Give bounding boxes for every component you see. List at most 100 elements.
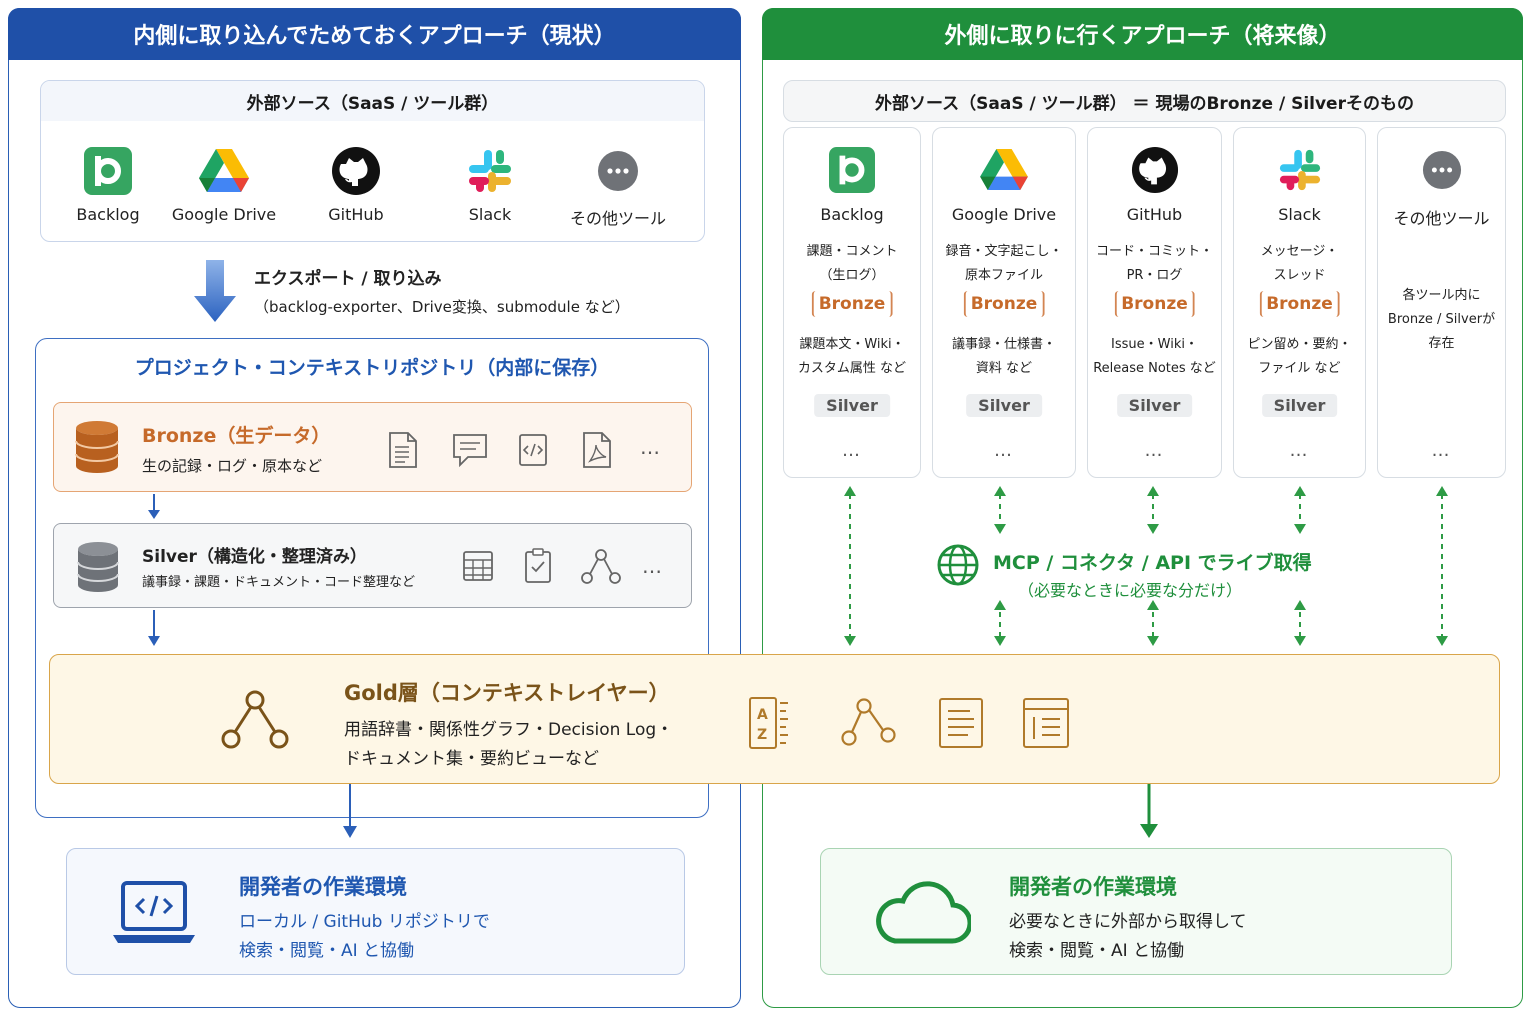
- external-sources-title: 外部ソース（SaaS / ツール群）: [41, 81, 704, 121]
- more-icon: …: [642, 554, 662, 578]
- dev-line2-right: 検索・閲覧・AI と協働: [1009, 941, 1185, 961]
- column-name: Slack: [1278, 205, 1321, 224]
- column-name: Backlog: [820, 205, 884, 224]
- backlog-icon: [784, 142, 920, 198]
- laptop-code-icon: [113, 881, 195, 943]
- export-detail: （backlog-exporter、Drive変換、submodule など）: [254, 298, 630, 316]
- mcp-title: MCP / コネクタ / API でライブ取得: [993, 552, 1312, 574]
- more-icon: …: [994, 440, 1014, 461]
- more-icon: …: [1431, 440, 1452, 461]
- tool-label: その他ツール: [569, 209, 666, 228]
- silver-to-gold-arrow: [148, 610, 160, 646]
- comment-icon: [453, 434, 487, 467]
- code-file-icon: [519, 434, 547, 466]
- bronze-tag: Bronze: [811, 291, 893, 317]
- relation-graph-icon: [841, 698, 896, 746]
- source-column-backlog: Backlog 課題・コメント（生ログ） Bronze 課題本文・Wiki・カス…: [783, 127, 921, 478]
- dev-line1-left: ローカル / GitHub リポジトリで: [239, 912, 490, 932]
- slack-icon: [425, 143, 555, 199]
- github-icon: [291, 143, 421, 199]
- live-fetch-arrows: [844, 486, 1448, 646]
- more-icon: …: [842, 440, 862, 461]
- external-sources-box: 外部ソース（SaaS / ツール群） Backlog Google Drive …: [40, 80, 705, 242]
- gold-layer: Gold層（コンテキストレイヤー） 用語辞書・関係性グラフ・Decision L…: [49, 654, 1500, 784]
- google-drive-icon: [933, 142, 1075, 198]
- more-tools-icon: [553, 143, 683, 199]
- silver-description: Issue・Wiki・Release Notes など: [1093, 337, 1216, 376]
- bronze-to-silver-arrow: [148, 494, 160, 519]
- tool-label: Google Drive: [171, 205, 277, 224]
- silver-layer: Silver（構造化・整理済み） 議事録・課題・ドキュメント・コード整理など …: [53, 523, 692, 608]
- glossary-z-letter: Z: [757, 727, 767, 743]
- bronze-description: メッセージ・スレッド: [1260, 244, 1339, 283]
- gold-title: Gold層（コンテキストレイヤー）: [344, 681, 670, 705]
- tool-google-drive: Google Drive: [159, 143, 289, 224]
- checklist-icon: [525, 548, 551, 583]
- gold-graph-icon: [221, 690, 289, 749]
- tool-backlog: Backlog: [43, 143, 173, 224]
- more-icon: …: [640, 435, 660, 459]
- glossary-a-letter: A: [757, 707, 768, 723]
- summary-view-icon: [1023, 698, 1069, 748]
- column-name: その他ツール: [1393, 209, 1490, 228]
- source-column-google-drive: Google Drive 録音・文字起こし・原本ファイル Bronze 議事録・…: [932, 127, 1076, 478]
- future-approach-header: 外側に取りに行くアプローチ（将来像）: [762, 8, 1523, 60]
- external-sources-equals-layers: 外部ソース（SaaS / ツール群） ＝ 現場のBronze / Silverそ…: [783, 80, 1506, 122]
- more-tools-icon: [1378, 142, 1505, 198]
- cloud-icon: [876, 881, 971, 944]
- current-approach-header: 内側に取り込んでためておくアプローチ（現状）: [8, 8, 741, 60]
- bronze-tag: Bronze: [1114, 291, 1195, 317]
- tool-label: Slack: [468, 205, 512, 224]
- dev-title-right: 開発者の作業環境: [1009, 875, 1177, 899]
- export-title: エクスポート / 取り込み: [254, 269, 442, 289]
- globe-icon: [937, 544, 979, 586]
- document-icon: [389, 432, 417, 468]
- bronze-description: コード・コミット・PR・ログ: [1095, 244, 1213, 283]
- google-drive-icon: [159, 143, 289, 199]
- bronze-description: 生の記録・ログ・原本など: [142, 457, 323, 475]
- silver-title: Silver（構造化・整理済み）: [142, 547, 367, 567]
- silver-tag: Silver: [814, 394, 890, 417]
- backlog-icon: [43, 143, 173, 199]
- graph-icon: [581, 549, 621, 584]
- table-icon: [463, 551, 493, 581]
- bronze-tag: Bronze: [963, 291, 1045, 317]
- column-name: Google Drive: [951, 205, 1057, 224]
- more-icon: …: [1289, 440, 1310, 461]
- gold-to-dev-arrow-left: [343, 784, 357, 838]
- dev-title-left: 開発者の作業環境: [239, 875, 407, 899]
- tool-github: GitHub: [291, 143, 421, 224]
- bronze-database-icon: [75, 421, 119, 473]
- glossary-az-icon: A Z: [749, 697, 788, 749]
- silver-tag: Silver: [966, 394, 1042, 417]
- silver-description: 議事録・仕様書・資料 など: [951, 337, 1056, 376]
- bronze-description: 課題・コメント（生ログ）: [806, 244, 898, 283]
- silver-tag: Silver: [1261, 394, 1338, 417]
- pdf-icon: [583, 432, 611, 468]
- gold-to-dev-arrow-right: [1140, 784, 1158, 838]
- dev-line1-right: 必要なときに外部から取得して: [1009, 912, 1247, 932]
- gold-line2: ドキュメント集・要約ビューなど: [344, 749, 599, 769]
- silver-database-icon: [77, 542, 119, 592]
- source-column-github: GitHub コード・コミット・PR・ログ Bronze Issue・Wiki・…: [1087, 127, 1222, 478]
- gold-line1: 用語辞書・関係性グラフ・Decision Log・: [344, 720, 674, 740]
- silver-tag: Silver: [1116, 394, 1193, 417]
- document-collection-icon: [939, 698, 983, 748]
- tool-other: その他ツール: [553, 143, 683, 229]
- silver-description: 課題本文・Wiki・カスタム属性 など: [797, 337, 907, 376]
- tool-slack: Slack: [425, 143, 555, 224]
- developer-environment-remote: 開発者の作業環境 必要なときに外部から取得して 検索・閲覧・AI と協働: [820, 848, 1452, 975]
- bronze-description: 録音・文字起こし・原本ファイル: [945, 244, 1063, 283]
- mcp-subtitle: （必要なときに必要な分だけ）: [1018, 581, 1243, 600]
- developer-environment-local: 開発者の作業環境 ローカル / GitHub リポジトリで 検索・閲覧・AI と…: [66, 848, 685, 975]
- repository-title: プロジェクト・コンテキストリポジトリ（内部に保存）: [134, 357, 610, 379]
- bronze-tag: Bronze: [1259, 291, 1340, 317]
- silver-description: ピン留め・要約・ファイル など: [1247, 337, 1352, 376]
- column-name: GitHub: [1126, 205, 1183, 224]
- bronze-title: Bronze（生データ）: [142, 425, 331, 447]
- github-icon: [1088, 142, 1221, 198]
- slack-icon: [1234, 142, 1365, 198]
- source-column-slack: Slack メッセージ・スレッド Bronze ピン留め・要約・ファイル など …: [1233, 127, 1366, 478]
